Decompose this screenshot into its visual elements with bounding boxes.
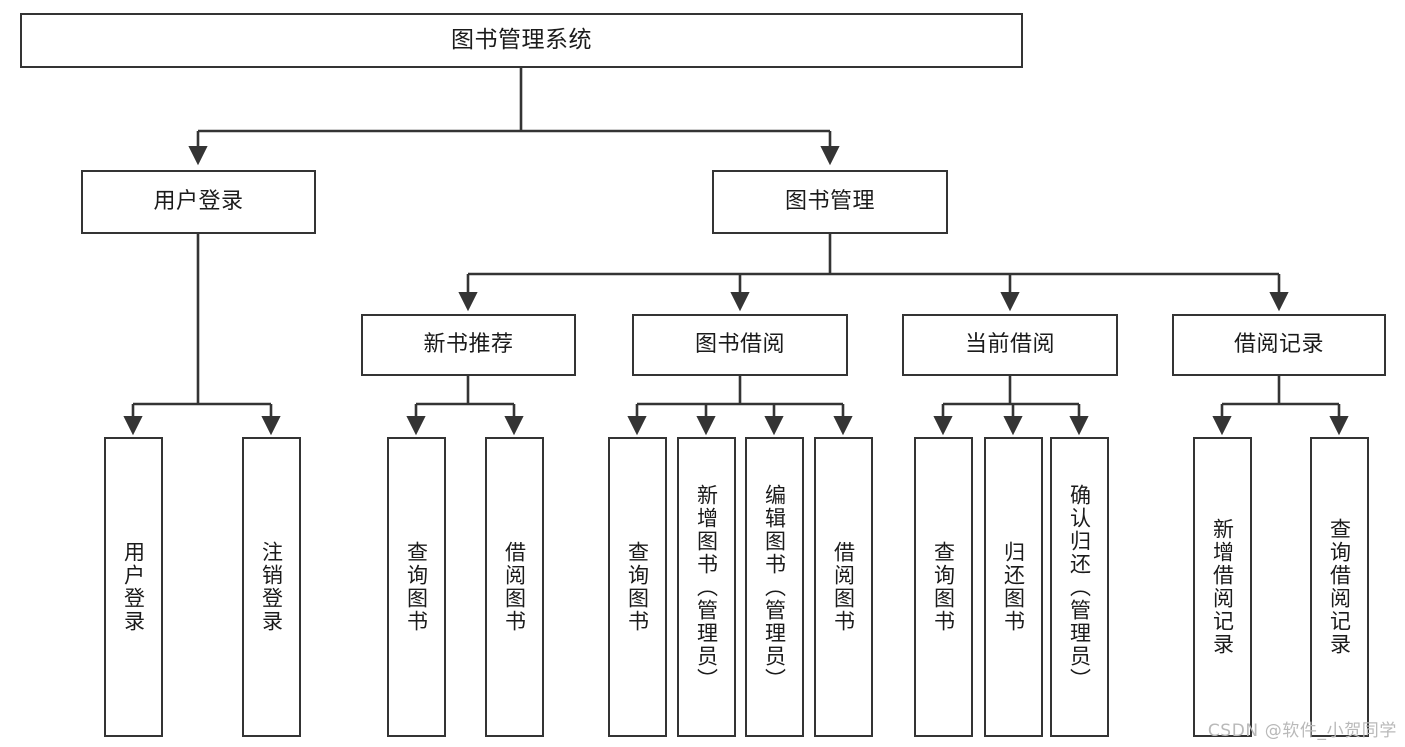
node-label: 借阅图书 [831,541,856,633]
node-label: 新增图书（管理员） [694,483,719,691]
node-user-login[interactable]: 用户登录 [81,170,316,234]
node-label: 图书管理 [784,189,875,215]
node-root-system[interactable]: 图书管理系统 [20,13,1023,68]
leaf-current-query[interactable]: 查询图书 [914,437,973,737]
leaf-records-query[interactable]: 查询借阅记录 [1310,437,1369,737]
leaf-borrow-query[interactable]: 查询图书 [608,437,667,737]
leaf-new-books-query[interactable]: 查询图书 [387,437,446,737]
node-borrow-records[interactable]: 借阅记录 [1172,314,1386,376]
node-label: 归还图书 [1001,541,1026,633]
node-label: 图书管理系统 [451,26,592,53]
node-label: 借阅图书 [502,541,527,633]
leaf-borrow-edit-book-admin[interactable]: 编辑图书（管理员） [745,437,804,737]
node-label: 查询图书 [931,541,956,633]
node-book-borrow[interactable]: 图书借阅 [632,314,848,376]
leaf-user-login-signout[interactable]: 注销登录 [242,437,301,737]
node-label: 用户登录 [121,541,146,633]
node-label: 图书借阅 [694,332,785,358]
node-new-book-recommendation[interactable]: 新书推荐 [361,314,576,376]
leaf-records-add[interactable]: 新增借阅记录 [1193,437,1252,737]
node-label: 查询图书 [404,541,429,633]
node-label: 确认归还（管理员） [1067,483,1092,691]
leaf-new-books-borrow[interactable]: 借阅图书 [485,437,544,737]
leaf-user-login-signin[interactable]: 用户登录 [104,437,163,737]
node-label: 用户登录 [153,189,244,215]
node-label: 当前借阅 [964,332,1055,358]
watermark: CSDN @软件_小贺同学 [1207,721,1397,741]
node-label: 借阅记录 [1233,332,1324,358]
node-label: 新增借阅记录 [1210,518,1235,656]
node-label: 注销登录 [259,541,284,633]
node-label: 查询借阅记录 [1327,518,1352,656]
leaf-borrow-borrow-book[interactable]: 借阅图书 [814,437,873,737]
node-label: 查询图书 [625,541,650,633]
node-current-borrow[interactable]: 当前借阅 [902,314,1118,376]
leaf-current-confirm-return-admin[interactable]: 确认归还（管理员） [1050,437,1109,737]
node-label: 新书推荐 [423,332,514,358]
node-label: 编辑图书（管理员） [762,483,787,691]
leaf-current-return-book[interactable]: 归还图书 [984,437,1043,737]
node-book-management[interactable]: 图书管理 [712,170,948,234]
leaf-borrow-add-book-admin[interactable]: 新增图书（管理员） [677,437,736,737]
